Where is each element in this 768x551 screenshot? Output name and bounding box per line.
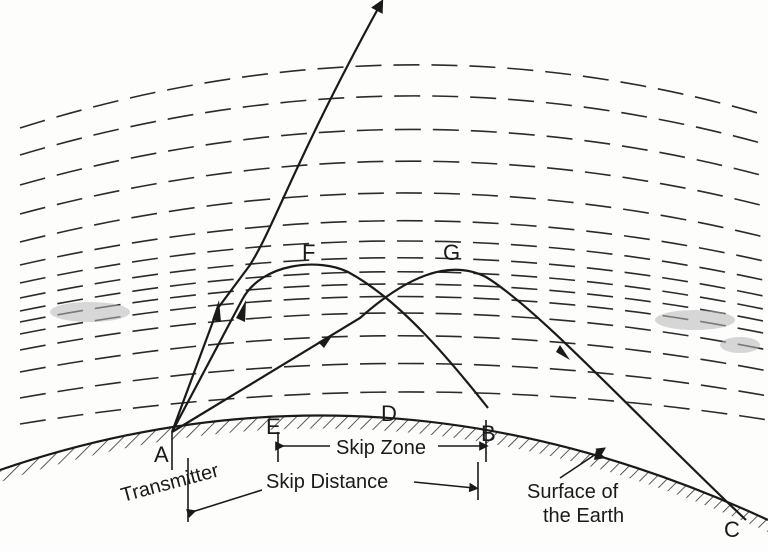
ionosphere-layers (19, 64, 768, 425)
surface-label-line1: Surface of (527, 481, 619, 503)
label-g: G (443, 240, 460, 265)
dense-layer-smudge (50, 302, 760, 353)
label-e: E (266, 414, 281, 439)
escaping-ray (170, 0, 384, 433)
ray-via-f (171, 263, 489, 433)
ionosphere-layer (19, 270, 768, 312)
ionosphere-layer (19, 128, 768, 186)
arrowhead (556, 345, 570, 360)
ionosphere-layer (19, 334, 768, 373)
label-c: C (724, 517, 740, 542)
surface-leader (559, 447, 606, 479)
arrowhead (236, 300, 246, 322)
label-d: D (381, 401, 397, 426)
skip-distance-dimension (185, 458, 479, 522)
ionosphere-layer (19, 95, 768, 156)
ionosphere-layer (19, 219, 768, 266)
ionosphere-layer (19, 192, 768, 243)
skip-zone-dimension (275, 420, 489, 462)
ionosphere-layer (19, 256, 768, 299)
skip-zone-label: Skip Zone (336, 437, 426, 459)
arrowhead (318, 333, 334, 348)
skip-distance-label: Skip Distance (266, 471, 388, 493)
ray-paths (170, 0, 747, 521)
ionosphere-layer (19, 295, 768, 335)
label-b: B (481, 421, 496, 446)
arrowhead (212, 300, 221, 322)
ionosphere-layer (19, 64, 768, 129)
surface-label-line2: the Earth (543, 505, 624, 527)
ray-via-g (171, 268, 747, 521)
ionosphere-layer (19, 283, 768, 323)
ionosphere-layer (19, 160, 768, 215)
label-a: A (154, 442, 169, 467)
ionosphere-layer (19, 240, 768, 284)
label-f: F (302, 240, 315, 265)
ionosphere-layer (19, 362, 768, 399)
